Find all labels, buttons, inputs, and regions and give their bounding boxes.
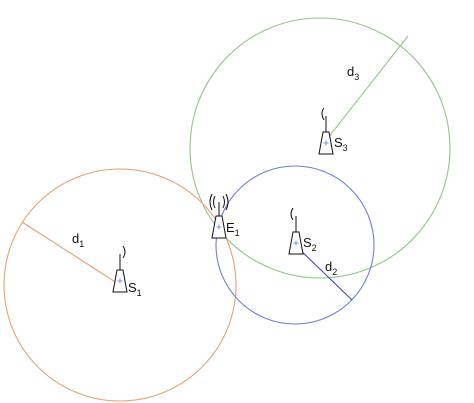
- range-circle-s1: [3, 168, 237, 402]
- distance-d3-label: d3: [347, 64, 359, 82]
- emitter-e1-label: E1: [226, 220, 240, 238]
- distance-d2-label: d2: [325, 259, 337, 277]
- sensor-s1-label: S1: [128, 280, 142, 298]
- sensor-antenna-icon: [318, 107, 334, 155]
- sensor-s3-label: S3: [334, 135, 348, 153]
- range-circle-s2: [215, 165, 375, 325]
- distance-ray-d1: [21, 221, 121, 286]
- distance-ray-d3: [319, 35, 409, 149]
- emitter-wireless-icon: [209, 193, 229, 239]
- sensor-s2-label: S2: [303, 235, 317, 253]
- distance-d1-label: d1: [72, 231, 84, 249]
- sensor-antenna-icon: [288, 207, 304, 255]
- sensor-antenna-icon: [112, 245, 128, 293]
- range-circle-s3: [189, 17, 451, 279]
- distance-ray-d2: [294, 244, 353, 301]
